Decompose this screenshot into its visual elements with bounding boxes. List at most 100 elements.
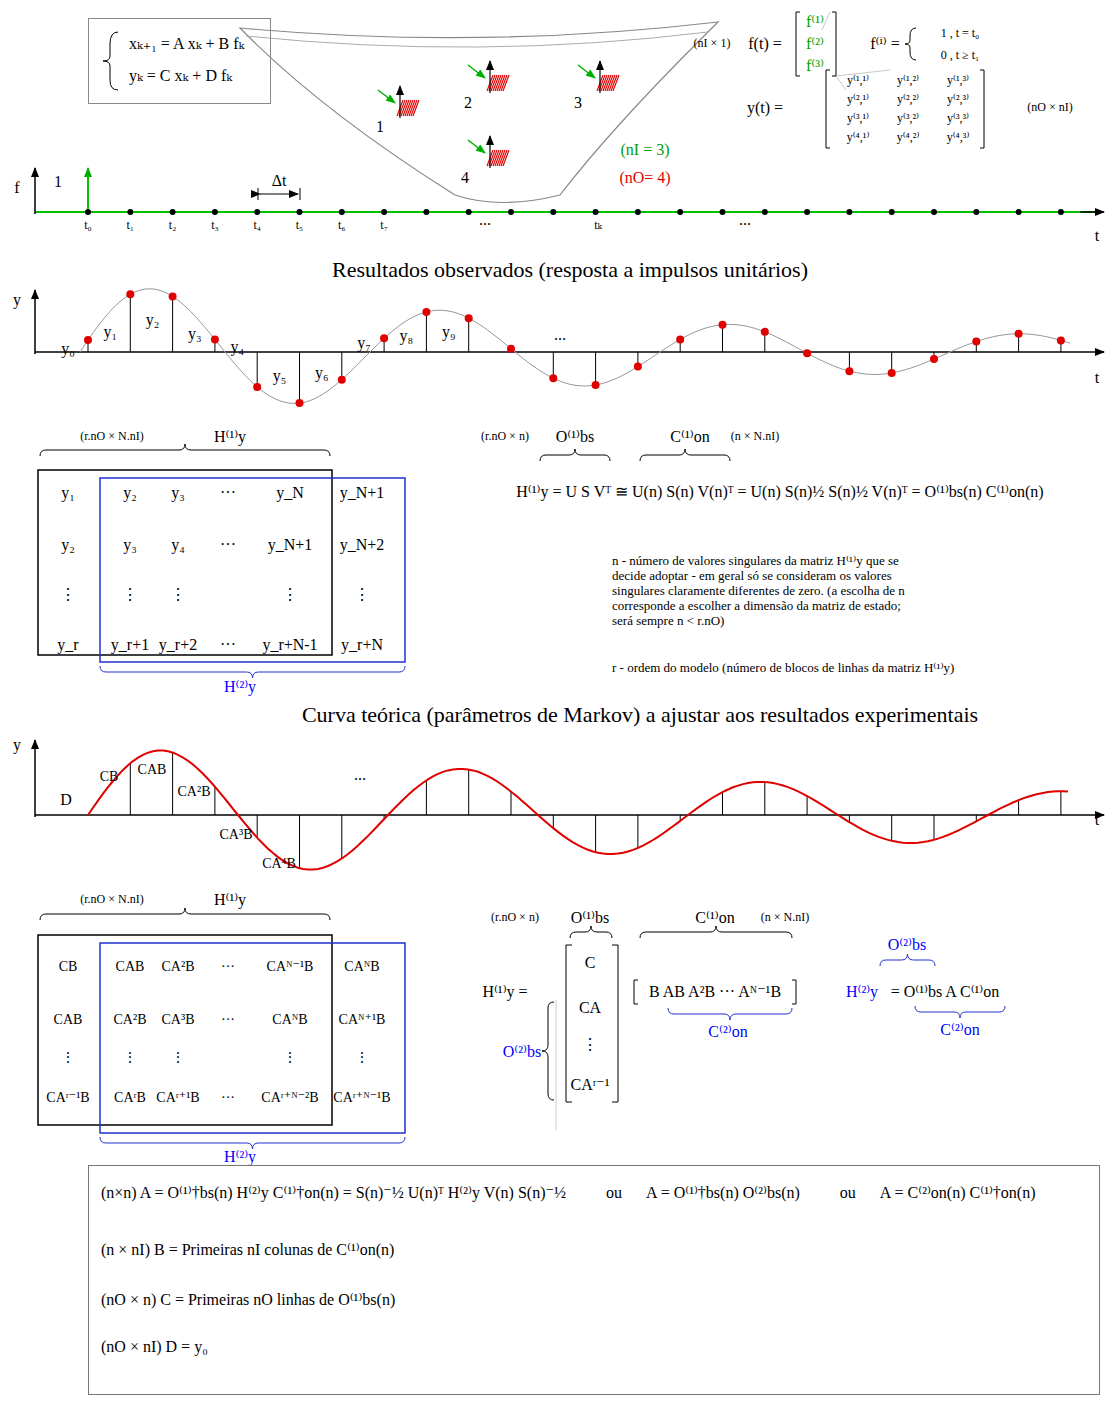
time-sample [127,209,133,215]
time-sample [212,209,218,215]
math-label: y_N+1 [340,484,385,502]
brace [915,1006,1005,1018]
math-label: ⋮ [354,586,370,604]
math-label: CAᴺ⁺¹B [339,1012,386,1028]
dam-outline [240,22,718,203]
math-label: ... [554,326,566,344]
sample-dot [972,338,980,346]
time-sample [635,209,641,215]
time-sample [846,209,852,215]
math-label: D [60,791,72,809]
hankel-block [100,943,405,1133]
math-label: CA²B [178,784,211,800]
sample-dot [549,374,557,382]
math-label: y₈ [400,327,414,345]
math-label: CA³B [162,1012,195,1028]
markov-stem [553,815,554,828]
math-label: y⁽³,²⁾ [897,112,919,126]
result-formula: ou [840,1184,856,1202]
result-box: (n×n) A = O⁽¹⁾†bs(n) H⁽²⁾y C⁽¹⁾†on(n) = … [88,1165,1100,1395]
sensor-signal [613,75,619,91]
time-sample [297,209,303,215]
markov-stem [468,769,469,815]
math-label: CAᴺ⁻¹B [267,959,314,975]
result-formula: (nO × n) C = Primeiras nO linhas de O⁽¹⁾… [101,1291,395,1309]
math-label: CAB [54,1012,83,1028]
math-label: y_r+N [341,636,383,654]
math-label: y₁ [104,322,118,340]
math-label: y⁽⁴,³⁾ [947,131,970,145]
math-label: f⁽ⁱ⁾ = [870,35,899,53]
math-label: O⁽¹⁾bs [556,428,594,446]
math-label: C⁽¹⁾on [695,909,734,927]
markov-stem [1060,791,1061,815]
result-formula: A = C⁽²⁾on(n) C⁽¹⁾†on(n) [880,1184,1036,1202]
math-label: H⁽¹⁾y [214,428,246,446]
math-label: ⋮ [60,586,76,604]
math-label: y⁽²,¹⁾ [847,93,869,107]
sample-dot [888,369,896,377]
math-label: CAʳ⁺ᴺ⁻¹B [333,1090,390,1106]
math-label: ⋮ [282,586,298,604]
math-label: O⁽²⁾bs [888,936,926,954]
math-label: (nI = 3) [620,141,669,159]
math-label: y_r [57,636,78,654]
math-label: (r.nO × n) [481,430,529,444]
markov-stem [934,815,935,840]
math-label: CA²B [162,959,195,975]
math-label: 3 [574,94,582,112]
math-label: t₅ [296,219,304,233]
time-sample [677,209,683,215]
brace [103,32,118,90]
sample-stem [257,352,258,387]
math-label: y₂ [146,311,160,329]
brace [40,444,330,456]
brace [570,926,612,938]
sample-dot [1015,330,1023,338]
time-sample [508,209,514,215]
math-label: C [585,954,596,972]
markov-curve [88,751,1068,870]
time-sample [466,209,472,215]
math-label: CA³B [220,827,253,843]
math-label: y_N+1 [268,536,313,554]
brace [542,1002,554,1100]
result-formula: (nO × nI) D = y₀ [101,1338,208,1356]
axis-arrow [1080,211,1104,213]
math-label: y₅ [273,367,287,385]
math-label: f⁽¹⁾ [806,13,824,31]
math-label: t [1095,811,1099,829]
math-label: tₖ [594,219,602,233]
sample-dot [211,335,219,343]
math-label: f⁽²⁾ [806,35,824,53]
math-label: (r.nO × N.nI) [80,893,143,907]
markov-stem [130,763,131,815]
markov-stem [214,787,215,815]
math-label: (nI × 1) [694,37,731,51]
math-label: y₉ [442,322,456,340]
force-arrow [578,65,595,78]
sample-stem [426,312,427,352]
sample-dot [84,336,92,344]
markov-stem [764,782,765,815]
math-label: ⋮ [122,586,138,604]
math-label: y_r+1 [111,636,149,654]
math-label: y⁽²,³⁾ [947,93,969,107]
math-label: C⁽²⁾on [708,1023,747,1041]
matrix-bracket [796,12,836,76]
matrix-bracket [566,945,618,1102]
math-label: y [13,291,21,309]
force-arrow [378,90,395,103]
time-sample [593,209,599,215]
math-label: y⁽²,²⁾ [897,93,919,107]
time-sample [381,209,387,215]
time-axis [35,351,1104,353]
math-label: B AB A²B ··· Aᴺ⁻¹B [649,983,781,1001]
math-label: y⁽¹,²⁾ [897,74,919,88]
math-label: y₃ [123,536,137,554]
math-label: 0 , t ≥ t₁ [941,49,979,63]
math-label: CA⁴B [262,856,296,872]
sample-stem [299,352,300,403]
math-label: H⁽¹⁾y [214,891,246,909]
